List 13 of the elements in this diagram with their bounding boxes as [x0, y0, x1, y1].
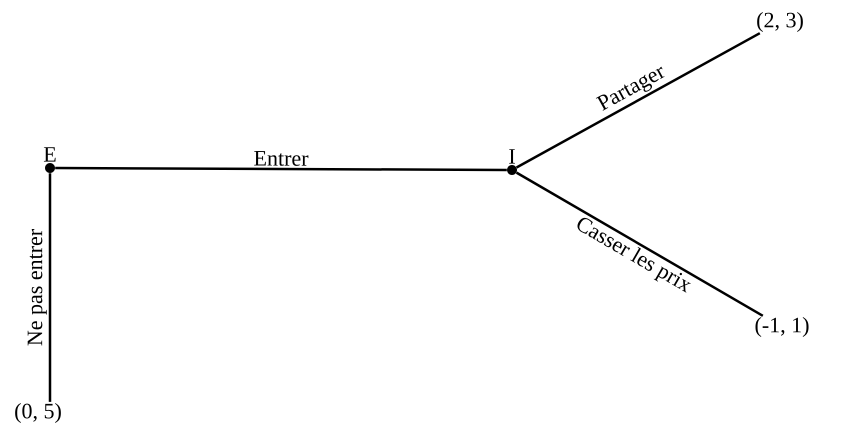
- tree-branch: [516, 32, 760, 169]
- node-label: E: [44, 147, 56, 162]
- tree-branch: [48, 173, 52, 402]
- tree-branch: [516, 172, 764, 317]
- payoff-label: (0, 5): [15, 403, 61, 423]
- tree-branch: [55, 166, 507, 172]
- payoff-label: (2, 3): [757, 12, 803, 32]
- decision-node: E: [44, 147, 56, 173]
- edge-label: Ne pas entrer: [28, 229, 47, 346]
- node-label: I: [509, 149, 515, 164]
- edge-label: Entrer: [254, 151, 308, 166]
- payoff-label: (-1, 1): [756, 317, 809, 337]
- decision-node: I: [507, 149, 517, 175]
